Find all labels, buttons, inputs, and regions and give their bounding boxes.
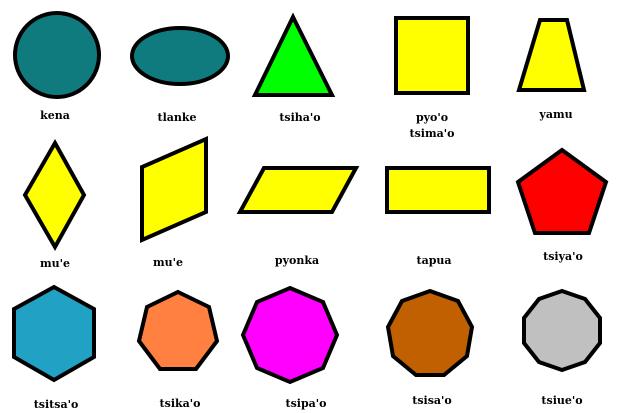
shape-label: kena: [40, 109, 70, 122]
shape-label: yamu: [539, 108, 573, 121]
shape-label: tsiya'o: [543, 250, 583, 263]
rhombus-icon: [22, 138, 87, 252]
slanted-parallelogram-icon: [140, 135, 208, 244]
shape-label: tapua: [416, 254, 452, 267]
rectangle-icon: [385, 166, 491, 214]
shape-label: tsima'o: [409, 127, 455, 140]
circle-icon: [13, 11, 101, 99]
trapezoid-icon: [516, 18, 587, 92]
shape-label: tlanke: [157, 111, 197, 124]
octagon-icon: [240, 285, 340, 385]
triangle-icon: [251, 12, 336, 97]
heptagon-icon: [136, 289, 220, 371]
ellipse-icon: [130, 26, 230, 86]
shape-label: mu'e: [152, 256, 184, 269]
decagon-icon: [522, 288, 602, 373]
hexagon-icon: [12, 284, 96, 383]
shape-label: pyonka: [274, 254, 320, 267]
shape-label: tsipa'o: [285, 397, 327, 410]
pentagon-icon: [515, 147, 609, 235]
shape-label: mu'e: [39, 257, 71, 270]
square-icon: [394, 16, 470, 95]
parallelogram-icon: [236, 166, 360, 214]
shape-label: pyo'o: [415, 111, 449, 124]
shape-label: tsiue'o: [541, 394, 583, 407]
nonagon-icon: [385, 288, 475, 377]
shape-label: tsika'o: [159, 397, 201, 410]
shape-label: tsitsa'o: [33, 398, 79, 411]
shape-label: tsiha'o: [279, 111, 321, 124]
shape-label: tsisa'o: [412, 394, 452, 407]
